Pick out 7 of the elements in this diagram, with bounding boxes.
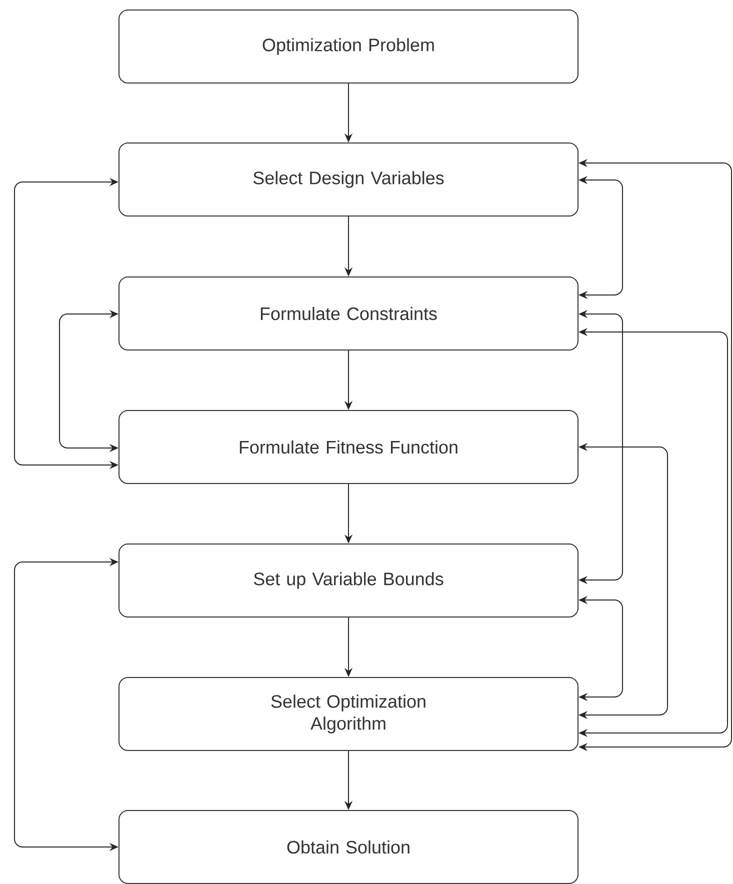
process-box: Select Optimization Algorithm [118,677,578,751]
process-box: Optimization Problem [118,10,578,84]
process-box: Select Design Variables [118,142,578,216]
process-box: Formulate Constraints [118,276,578,350]
process-box: Formulate Fitness Function [118,410,578,484]
process-box: Set up Variable Bounds [118,544,578,618]
process-box: Obtain Solution [118,810,578,884]
